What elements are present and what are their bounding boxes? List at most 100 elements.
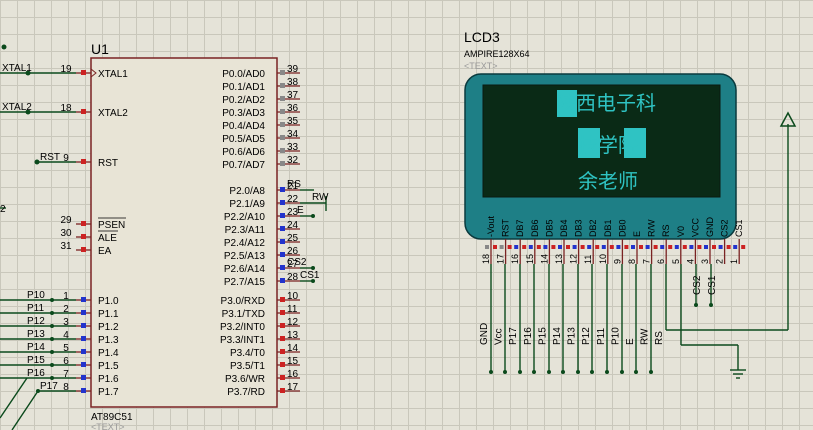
mcu-left-pin-number: 4 xyxy=(63,330,69,341)
lcd-pin-marker xyxy=(689,245,694,249)
mcu-right-pin-number: 24 xyxy=(287,220,299,231)
net-label-rs: RS xyxy=(287,179,301,190)
lcd-pin-number: 4 xyxy=(685,259,695,264)
lcd-pin-marker xyxy=(645,245,650,249)
mcu-right-pin-name: P3.5/T1 xyxy=(230,361,265,372)
mcu-right-pin-number: 23 xyxy=(287,207,299,218)
lcd-pin-marker xyxy=(543,245,548,249)
mcu-right-pin-name: P2.0/A8 xyxy=(229,186,265,197)
mcu-right-pin-name: P3.2/INT0 xyxy=(220,322,265,333)
lcd-pin-name: -Vout xyxy=(486,215,496,237)
lcd-pin-name: RST xyxy=(501,218,511,237)
lcd-pin-marker xyxy=(712,245,716,249)
mcu-pin-marker xyxy=(280,200,285,205)
mcu-body[interactable] xyxy=(90,57,278,408)
mcu-right-pin-name: P0.7/AD7 xyxy=(222,160,265,171)
mcu-right-pin-number: 21 xyxy=(287,181,299,192)
lcd-pin-marker xyxy=(558,245,562,249)
net-label-lcd-cs1: CS1 xyxy=(707,275,718,295)
mcu-pin-marker xyxy=(280,349,285,354)
lcd-pin-marker xyxy=(668,245,673,249)
lcd-pin-number: 5 xyxy=(671,259,681,264)
lcd-pin-number: 10 xyxy=(598,254,608,264)
lcd-net-label: GND xyxy=(479,323,490,345)
lcd-pin-marker xyxy=(536,245,541,249)
lcd-pin-marker xyxy=(741,245,746,249)
mcu-left-pin-number: 1 xyxy=(63,291,69,302)
mcu-right-pin-number: 10 xyxy=(287,291,299,302)
mcu-left-pin-name: RST xyxy=(98,158,118,169)
lcd-pin-name: R/W xyxy=(647,219,657,237)
mcu-right-pin-name: P0.1/AD1 xyxy=(222,82,265,93)
mcu-pin-marker xyxy=(280,362,285,367)
mcu-ref: U1 xyxy=(91,41,109,57)
lcd-ref: LCD3 xyxy=(464,29,500,45)
lcd-pin-marker xyxy=(616,245,621,249)
lcd-pin-marker xyxy=(485,245,489,249)
mcu-left-pin-number: 3 xyxy=(63,317,69,328)
mcu-pin-marker xyxy=(81,221,86,226)
mcu-pin-marker xyxy=(81,297,86,302)
mcu-left-pin-number: 6 xyxy=(63,356,69,367)
mcu-pin-marker xyxy=(280,187,285,192)
mcu-right-pin-name: P2.2/A10 xyxy=(224,212,266,223)
lcd-pin-marker xyxy=(499,245,504,249)
mcu-right-pin-name: P2.7/A15 xyxy=(224,277,266,288)
lcd-net-label: E xyxy=(625,338,636,345)
mcu-pin-marker xyxy=(280,265,285,270)
mcu-pin-marker xyxy=(280,226,285,231)
mcu-right-pin-number: 32 xyxy=(287,155,299,166)
lcd-net-label: P10 xyxy=(610,327,621,345)
mcu-pin-marker xyxy=(280,297,285,302)
mcu-right-pin-number: 17 xyxy=(287,382,299,393)
lcd-pin-marker xyxy=(507,245,512,249)
lcd-pin-number: 1 xyxy=(729,259,739,264)
mcu-left-pin-number: 29 xyxy=(60,215,72,226)
mcu-right-pin-number: 16 xyxy=(287,369,299,380)
lcd-pin-marker xyxy=(522,245,527,249)
lcd-part: AMPIRE128X64 xyxy=(464,49,530,59)
mcu-left-pin-name: EA xyxy=(98,246,112,257)
mcu-left-pin-name: P1.2 xyxy=(98,322,119,333)
lcd-pin-name: V0 xyxy=(676,226,686,237)
net-label-e: E xyxy=(297,205,304,216)
mcu-left-pin-name: P1.3 xyxy=(98,335,119,346)
lcd-pin-marker xyxy=(639,245,643,249)
lcd-pin-number: 15 xyxy=(525,254,535,264)
net-label-rst: RST xyxy=(40,152,60,163)
mcu-left-pin-number: 31 xyxy=(60,241,72,252)
lcd-pin-number: 17 xyxy=(496,254,506,264)
mcu-pin-marker xyxy=(280,96,285,101)
mcu-pin-marker xyxy=(280,135,285,140)
lcd-pin-marker xyxy=(580,245,585,249)
lcd-pin-marker xyxy=(653,245,658,249)
lcd-pin-marker xyxy=(631,245,635,249)
lcd-pin-name: DB6 xyxy=(530,219,540,237)
mcu-right-pin-name: P3.3/INT1 xyxy=(220,335,265,346)
mcu-right-pin-name: P3.7/RD xyxy=(227,387,265,398)
mcu-pin-marker xyxy=(81,336,86,341)
lcd-pin-marker xyxy=(493,245,497,249)
lcd-pin-marker xyxy=(682,245,687,249)
mcu-right-pin-name: P2.3/A11 xyxy=(225,225,266,236)
lcd-pin-name: VCC xyxy=(690,217,700,237)
lcd-net-label: RS xyxy=(654,331,665,345)
mcu-left-pin-number: 18 xyxy=(60,103,72,114)
lcd-pin-marker xyxy=(624,245,629,249)
mcu-pin-marker xyxy=(280,252,285,257)
net-label-xtal2: XTAL2 xyxy=(2,102,32,113)
lcd-pin-name: DB4 xyxy=(559,219,569,237)
mcu-pin-marker xyxy=(280,375,285,380)
mcu-left-pin-number: 8 xyxy=(63,382,69,393)
mcu-left-pin-name: P1.4 xyxy=(98,348,119,359)
lcd-pin-name: E xyxy=(632,231,642,237)
net-label-cs2: CS2 xyxy=(287,257,307,268)
net-label-p13: P13 xyxy=(27,329,45,340)
lcd-pin-marker xyxy=(572,245,577,249)
lcd-line-2: 技学院 xyxy=(578,133,638,157)
mcu-left-pin-name: P1.6 xyxy=(98,374,119,385)
mcu-right-pin-name: P3.1/TXD xyxy=(222,309,265,320)
lcd-pin-number: 2 xyxy=(715,259,725,264)
